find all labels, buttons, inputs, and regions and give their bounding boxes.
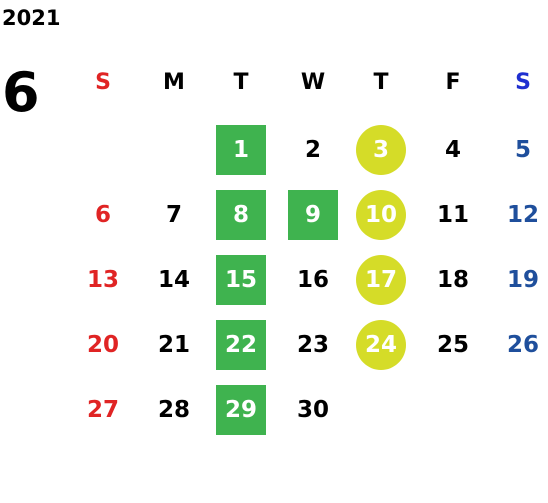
day-cell-17[interactable]: 17: [356, 255, 406, 305]
weekday-header-thursday: T: [373, 69, 389, 95]
day-cell-7[interactable]: 7: [165, 202, 182, 228]
day-cell-27[interactable]: 27: [86, 397, 119, 423]
day-cell-26[interactable]: 26: [506, 332, 539, 358]
day-cell-19[interactable]: 19: [506, 267, 539, 293]
day-cell-28[interactable]: 28: [157, 397, 190, 423]
day-cell-4[interactable]: 4: [444, 137, 461, 163]
day-cell-6[interactable]: 6: [94, 202, 111, 228]
day-cell-2[interactable]: 2: [304, 137, 321, 163]
day-cell-20[interactable]: 20: [86, 332, 119, 358]
year-label: 2021: [2, 6, 61, 30]
weekday-header-sunday: S: [95, 69, 111, 95]
day-cell-29[interactable]: 29: [216, 385, 266, 435]
day-cell-24[interactable]: 24: [356, 320, 406, 370]
weekday-header-monday: M: [163, 69, 185, 95]
day-cell-16[interactable]: 16: [296, 267, 329, 293]
day-cell-3[interactable]: 3: [356, 125, 406, 175]
day-cell-25[interactable]: 25: [436, 332, 469, 358]
day-cell-1[interactable]: 1: [216, 125, 266, 175]
day-cell-5[interactable]: 5: [514, 137, 531, 163]
day-cell-21[interactable]: 21: [157, 332, 190, 358]
day-cell-22[interactable]: 22: [216, 320, 266, 370]
day-cell-30[interactable]: 30: [296, 397, 329, 423]
day-cell-12[interactable]: 12: [506, 202, 539, 228]
weekday-header-wednesday: W: [300, 69, 326, 95]
weekday-header-tuesday: T: [233, 69, 249, 95]
day-cell-23[interactable]: 23: [296, 332, 329, 358]
day-cell-11[interactable]: 11: [436, 202, 469, 228]
day-cell-18[interactable]: 18: [436, 267, 469, 293]
day-cell-8[interactable]: 8: [216, 190, 266, 240]
day-cell-13[interactable]: 13: [86, 267, 119, 293]
month-number: 6: [2, 61, 40, 124]
day-cell-10[interactable]: 10: [356, 190, 406, 240]
day-cell-9[interactable]: 9: [288, 190, 338, 240]
weekday-header-saturday: S: [515, 69, 531, 95]
weekday-header-friday: F: [445, 69, 461, 95]
day-cell-15[interactable]: 15: [216, 255, 266, 305]
day-cell-14[interactable]: 14: [157, 267, 190, 293]
